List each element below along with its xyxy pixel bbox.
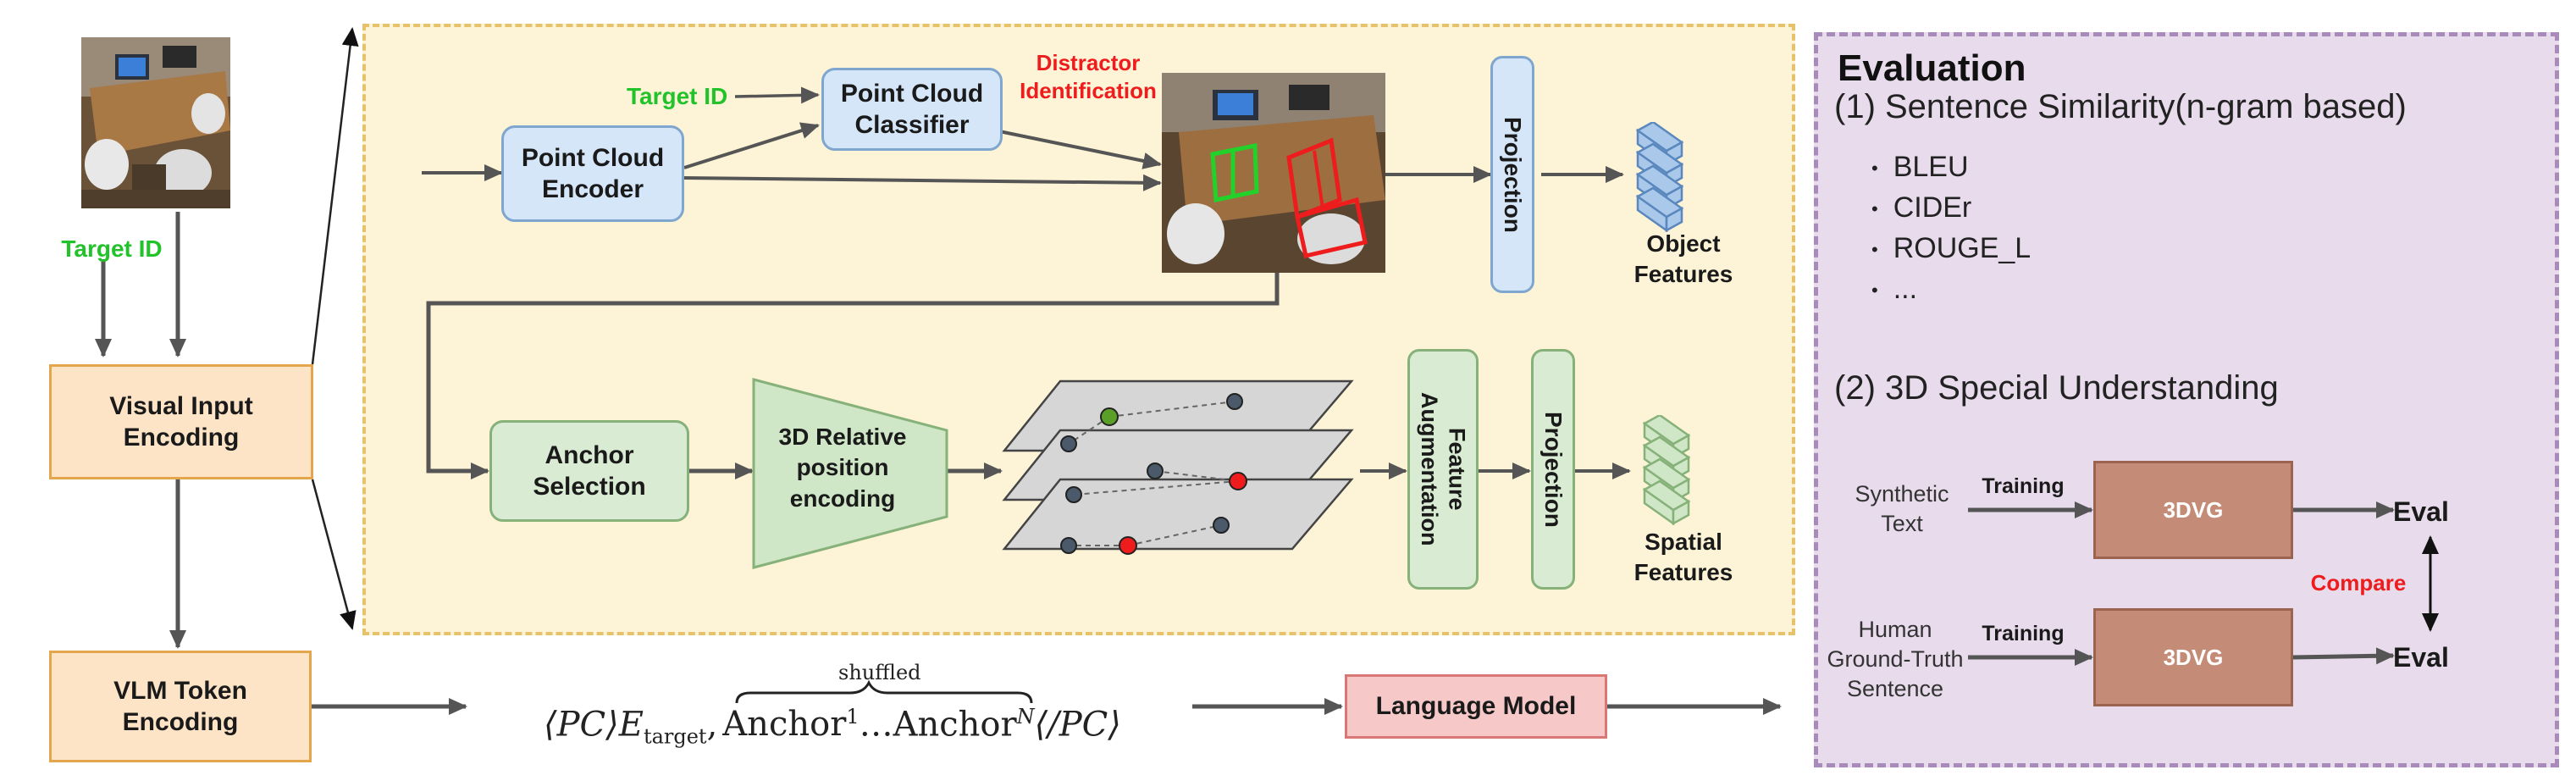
- metric-item: • CIDEr: [1871, 191, 2031, 232]
- scene-thumbnail-image: [81, 37, 230, 208]
- shuffled-brace-label: shuffled: [838, 661, 921, 684]
- projection-label-bottom: Projection: [1540, 411, 1567, 528]
- 3dvg-box-bottom: 3DVG: [2093, 608, 2293, 706]
- projection-box-top: Projection: [1490, 56, 1534, 293]
- spatial-layers-illustration: [1002, 379, 1354, 555]
- metric-item: •...: [1871, 273, 2031, 313]
- bullet-icon: •: [1871, 239, 1878, 261]
- metric-label: BLEU: [1893, 151, 1969, 183]
- target-id-label-left: Target ID: [61, 235, 163, 262]
- anchor-selection-box: Anchor Selection: [489, 420, 689, 522]
- distractor-scene-image: [1162, 73, 1385, 273]
- sequence-comma: ,: [706, 705, 718, 745]
- human-ground-truth-label: Human Ground-Truth Sentence: [1827, 617, 1964, 702]
- anchor-last-index: N: [1016, 705, 1035, 728]
- training-label-bottom: Training: [1982, 622, 2065, 645]
- vlm-token-encoding-box: VLM Token Encoding: [49, 651, 312, 762]
- spatial-features-label: Spatial Features: [1633, 529, 1733, 586]
- synthetic-text-label: Synthetic Text: [1855, 481, 1949, 537]
- target-id-label-top: Target ID: [627, 83, 728, 109]
- token-sequence: ⟨PC⟩Etarget,Anchor1…AnchorN⟨/PC⟩: [544, 705, 1187, 748]
- target-embedding: E: [618, 705, 644, 745]
- object-features-label: Object Features: [1633, 230, 1733, 288]
- pc-close-tag: ⟨/PC⟩: [1034, 705, 1121, 745]
- feature-augmentation-label: Feature Augmentation: [1417, 392, 1470, 546]
- relative-encoding-label: 3D Relative position encoding: [778, 424, 907, 512]
- bullet-icon: •: [1871, 158, 1878, 180]
- point-cloud-encoder-box: Point Cloud Encoder: [501, 125, 684, 222]
- pc-open-tag: ⟨PC⟩: [544, 705, 619, 745]
- anchor-first-index: 1: [846, 705, 860, 728]
- 3dvg-box-top: 3DVG: [2093, 461, 2293, 559]
- spatial-understanding-heading: (2) 3D Special Understanding: [1834, 369, 2279, 407]
- object-features-stack-icon: [1635, 122, 1684, 232]
- evaluation-title: Evaluation: [1838, 47, 2026, 89]
- metric-item: • BLEU: [1871, 151, 2031, 191]
- visual-input-encoding-box: Visual Input Encoding: [49, 364, 313, 479]
- metric-list: • BLEU • CIDEr • ROUGE_L •...: [1871, 151, 2031, 313]
- training-label-top: Training: [1982, 474, 2065, 498]
- anchor-first: Anchor: [722, 705, 847, 745]
- language-model-box: Language Model: [1345, 674, 1607, 739]
- feature-augmentation-box: Feature Augmentation: [1407, 349, 1479, 590]
- anchor-ellipsis: …: [859, 705, 893, 745]
- anchor-last: Anchor: [893, 705, 1017, 745]
- metric-label: ...: [1893, 273, 1918, 305]
- compare-label: Compare: [2310, 570, 2407, 595]
- target-subscript: target: [643, 724, 707, 749]
- eval-label-bottom: Eval: [2393, 642, 2449, 673]
- bullet-icon: •: [1871, 198, 1878, 220]
- metric-item: • ROUGE_L: [1871, 232, 2031, 273]
- point-cloud-classifier-box: Point Cloud Classifier: [821, 68, 1003, 151]
- distractor-identification-label: Distractor Identification: [1020, 50, 1157, 103]
- metric-label: CIDEr: [1893, 191, 1972, 224]
- sentence-similarity-heading: (1) Sentence Similarity(n-gram based): [1834, 88, 2407, 125]
- metric-label: ROUGE_L: [1893, 232, 2032, 264]
- bullet-icon: •: [1871, 280, 1878, 302]
- spatial-features-stack-icon: [1642, 415, 1691, 525]
- projection-label-top: Projection: [1499, 116, 1526, 233]
- eval-label-top: Eval: [2393, 496, 2449, 527]
- relative-encoding-trapezoid: [752, 378, 948, 569]
- projection-box-bottom: Projection: [1531, 349, 1575, 590]
